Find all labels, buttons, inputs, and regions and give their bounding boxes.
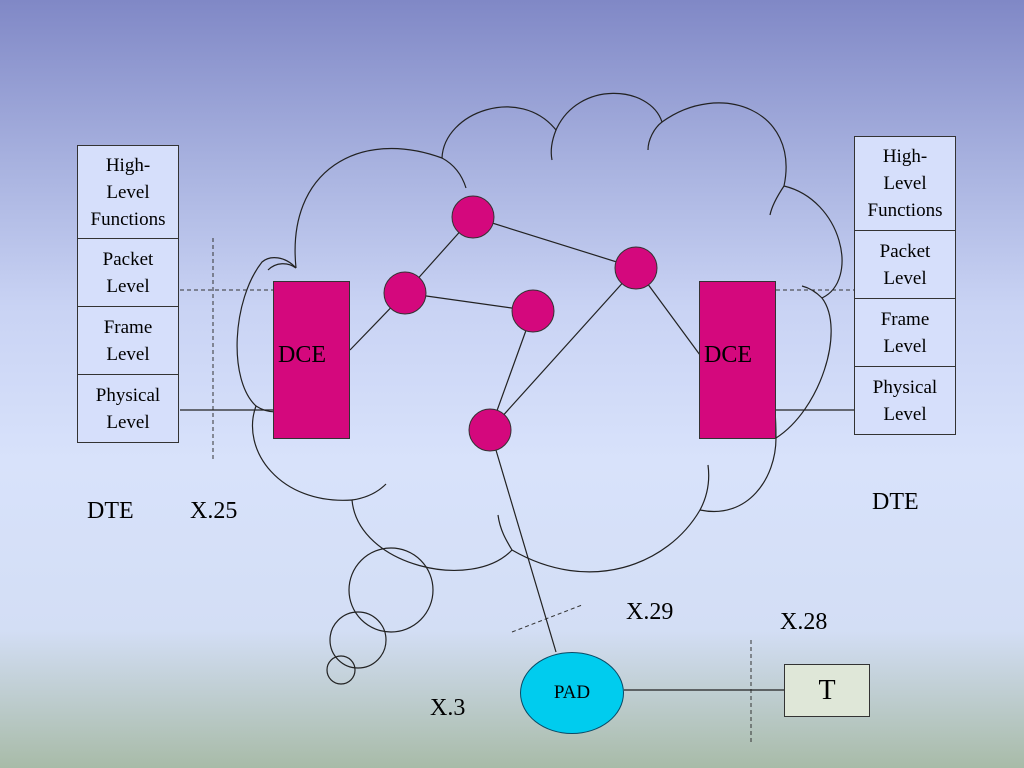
switch-node [468,408,512,452]
dce-right-label: DCE [704,342,752,368]
x28-label: X.28 [780,609,828,635]
layer-physical-level: Physical Level [854,367,956,435]
thought-bubble-medium [329,611,387,669]
x25-label: X.25 [190,498,238,524]
x3-label: X.3 [430,695,466,721]
terminal-label: T [818,674,836,706]
switch-node [383,271,427,315]
dte-left-label: DTE [87,498,134,524]
pad-label: PAD [553,682,591,703]
layer-packet-level: Packet Level [854,231,956,299]
dte-right-label: DTE [872,489,919,515]
thought-bubble-small [326,655,356,685]
dce-left: DCE [273,281,350,439]
layer-high-level-functions: High- Level Functions [854,136,956,231]
layer-physical-level: Physical Level [77,375,179,443]
dce-left-label: DCE [278,342,326,368]
switch-node [614,246,658,290]
dce-right: DCE [699,281,776,439]
layer-frame-level: Frame Level [854,299,956,367]
left-protocol-stack: High- Level Functions Packet Level Frame… [77,145,179,443]
x29-label: X.29 [626,599,674,625]
dashed-boundaries [180,238,854,742]
terminal-box: T [784,664,870,717]
pad-node: PAD [520,652,624,734]
switch-node [451,195,495,239]
layer-packet-level: Packet Level [77,239,179,307]
right-protocol-stack: High- Level Functions Packet Level Frame… [854,136,956,435]
thought-bubble-large [348,547,434,633]
layer-frame-level: Frame Level [77,307,179,375]
switch-nodes [383,195,658,452]
layer-high-level-functions: High- Level Functions [77,145,179,239]
switch-node [511,289,555,333]
